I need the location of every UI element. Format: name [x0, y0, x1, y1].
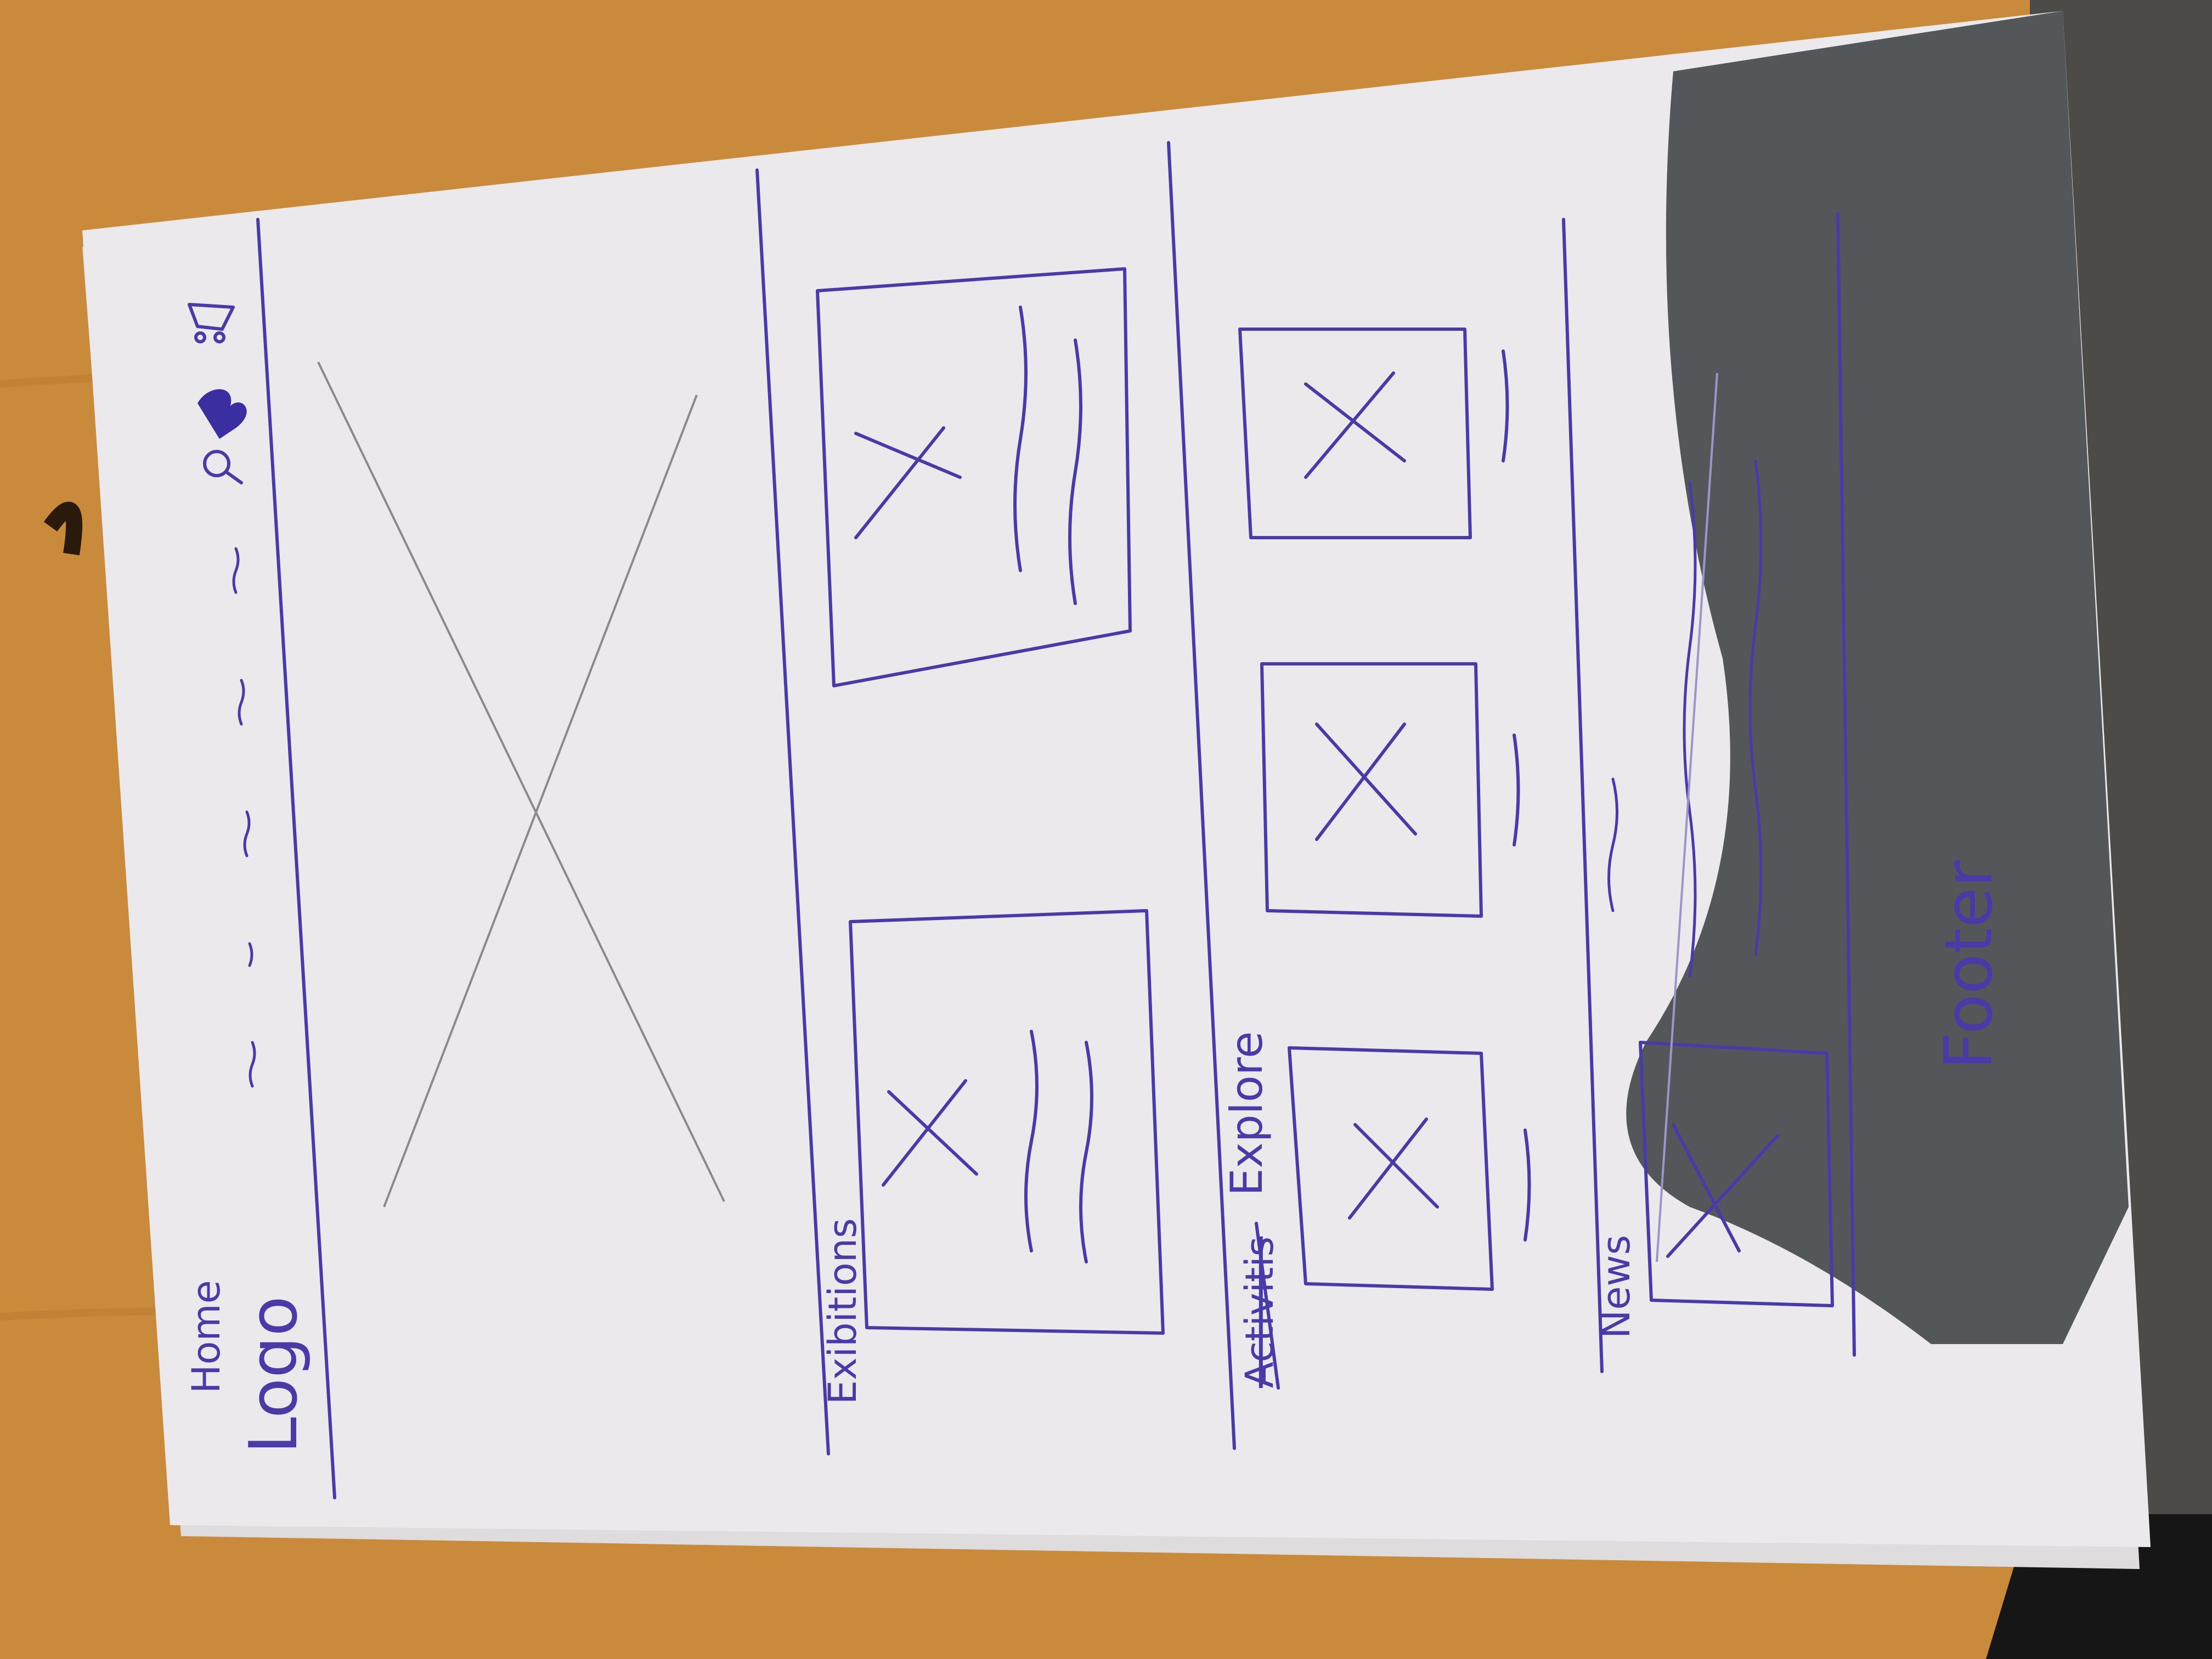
exhibition-card[interactable] — [849, 909, 1165, 1335]
hero-image-placeholder — [317, 362, 725, 1207]
shadow — [1626, 11, 2129, 1344]
paper-sheet — [82, 11, 2151, 1547]
news-title: News — [1594, 1235, 1639, 1339]
home-link[interactable]: Home — [184, 1280, 229, 1393]
news-text-scribbles — [1607, 459, 1763, 978]
search-icon[interactable] — [203, 450, 243, 484]
cart-icon[interactable] — [188, 303, 235, 343]
news-card[interactable] — [1639, 1041, 1834, 1307]
logo: Logo — [236, 1296, 312, 1454]
heart-icon[interactable] — [198, 389, 247, 439]
explore-card[interactable] — [1238, 328, 1509, 539]
explore-title: Explore — [1221, 1031, 1272, 1196]
wood-knot — [43, 501, 83, 556]
explore-card[interactable] — [1288, 1046, 1531, 1291]
exhibition-card[interactable] — [816, 267, 1132, 687]
footer-label: Footer — [1931, 860, 2007, 1070]
explore-card[interactable] — [1260, 662, 1520, 918]
exhibitions-title: Exibitions — [820, 1218, 865, 1404]
nav-menu — [232, 547, 256, 1088]
